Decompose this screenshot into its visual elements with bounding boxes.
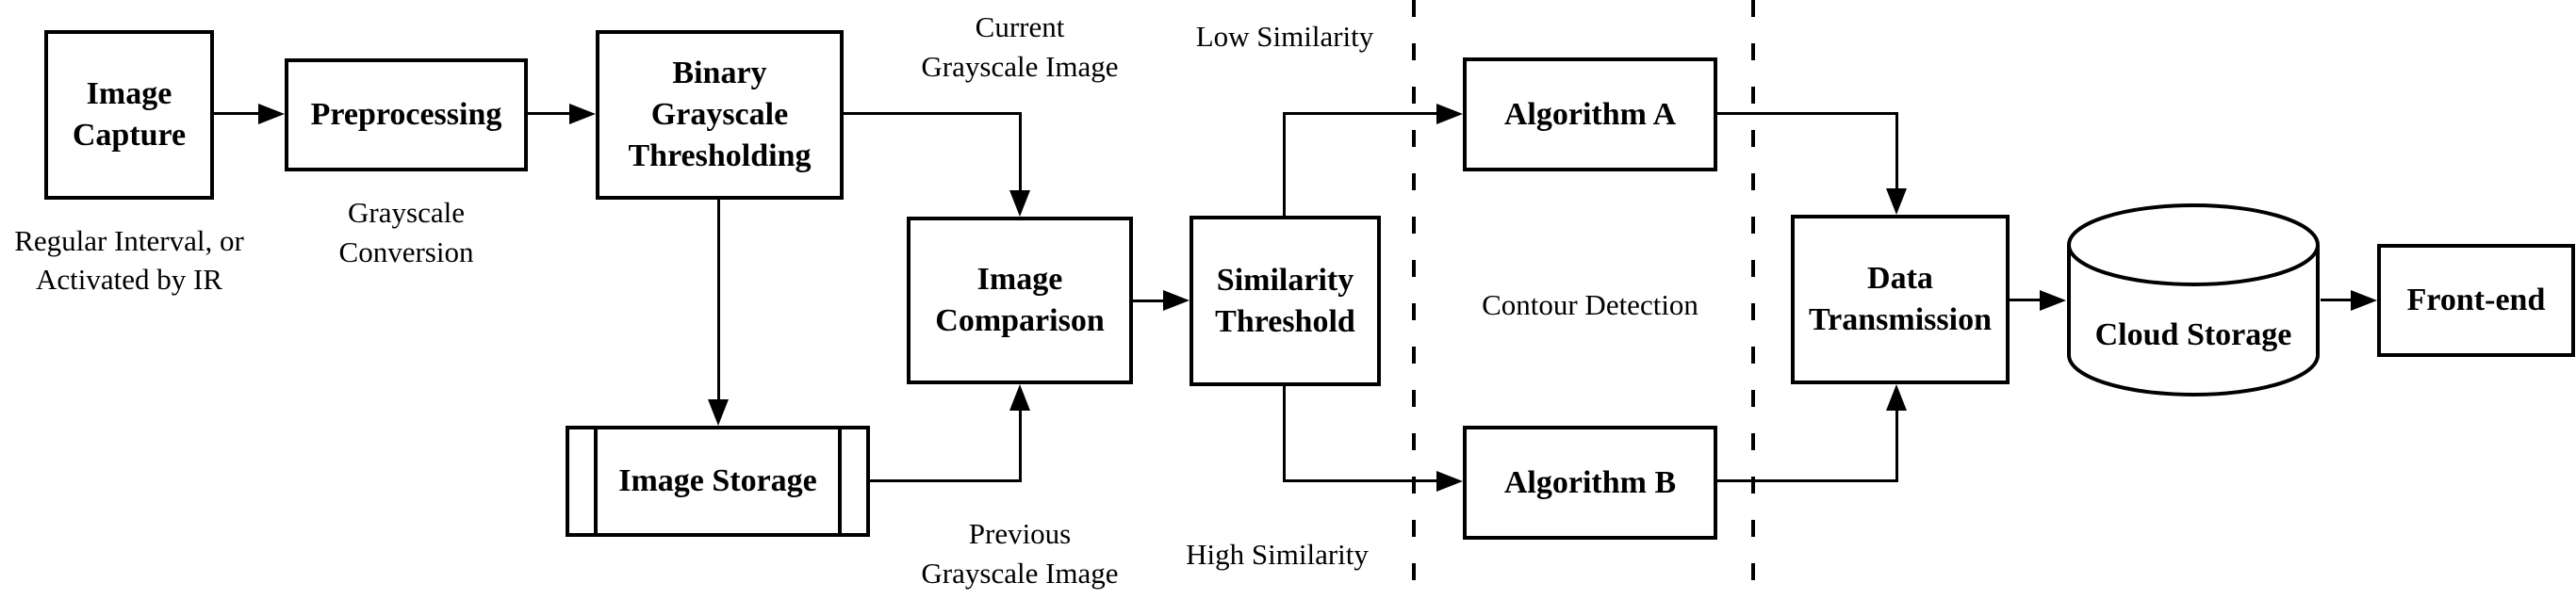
edge-thresholding-comparison-v	[1019, 112, 1022, 194]
label-current-grayscale-image: Current Grayscale Image	[921, 10, 1119, 83]
arrowhead-into-storage	[708, 399, 729, 426]
edge-capture-preprocessing	[214, 112, 260, 115]
edge-preprocessing-thresholding	[528, 112, 571, 115]
cylinder-shape	[2067, 203, 2320, 397]
node-preprocessing: Preprocessing	[285, 58, 528, 171]
section-divider-right	[1751, 0, 1755, 599]
label-preprocessing-note: Grayscale Conversion	[338, 196, 474, 268]
node-similarity-threshold: Similarity Threshold	[1190, 216, 1381, 386]
edge-cloud-frontend	[2321, 299, 2353, 301]
node-data-transmission: Data Transmission	[1791, 215, 2010, 384]
node-image-comparison: Image Comparison	[907, 217, 1133, 384]
arrowhead-into-transmission-bottom	[1886, 384, 1907, 411]
arrowhead-into-algorithm-a	[1436, 104, 1463, 124]
edge-algorithm-a-transmission-h	[1717, 112, 1898, 115]
label-capture-note: Regular Interval, or Activated by IR	[14, 224, 244, 296]
arrowhead-into-algorithm-b	[1436, 471, 1463, 492]
label-previous-grayscale-image: Previous Grayscale Image	[921, 517, 1119, 590]
node-label: Image Capture	[72, 76, 187, 153]
edge-thresholding-comparison-h	[844, 112, 1022, 115]
edge-transmission-cloud	[2010, 299, 2042, 301]
label-high-similarity: High Similarity	[1186, 538, 1369, 571]
node-label: Cloud Storage	[2094, 317, 2292, 352]
node-label: Similarity Threshold	[1215, 262, 1355, 339]
arrowhead-into-thresholding	[569, 104, 596, 124]
node-cloud-storage: Cloud Storage	[2066, 202, 2321, 397]
predefined-process-bar-right	[838, 429, 842, 533]
label-low-similarity: Low Similarity	[1195, 20, 1374, 53]
arrowhead-into-transmission-top	[1886, 188, 1907, 215]
edge-threshold-algorithm-b-h	[1283, 479, 1438, 482]
arrowhead-into-frontend	[2351, 290, 2377, 311]
node-label: Image Storage	[618, 463, 817, 498]
edge-storage-comparison-h	[870, 479, 1022, 482]
node-algorithm-a: Algorithm A	[1463, 57, 1717, 171]
node-front-end: Front-end	[2377, 244, 2575, 357]
edge-algorithm-b-transmission-v	[1895, 409, 1898, 482]
node-label: Algorithm B	[1503, 464, 1677, 500]
node-label: Preprocessing	[310, 97, 502, 132]
label-contour-detection: Contour Detection	[1482, 288, 1698, 321]
section-divider-left	[1412, 0, 1416, 599]
edge-threshold-algorithm-a-v	[1283, 112, 1286, 216]
arrowhead-into-cloud	[2040, 290, 2066, 311]
edge-algorithm-b-transmission-h	[1717, 479, 1898, 482]
edge-algorithm-a-transmission-v	[1895, 112, 1898, 192]
node-label: Algorithm A	[1503, 96, 1677, 132]
node-image-storage: Image Storage	[566, 426, 870, 537]
node-algorithm-b: Algorithm B	[1463, 426, 1717, 540]
node-label: Image Comparison	[935, 262, 1105, 338]
predefined-process-bar-left	[594, 429, 598, 533]
node-label: Front-end	[2406, 283, 2546, 317]
arrowhead-into-threshold	[1163, 290, 1190, 311]
node-label: Binary Grayscale Thresholding	[628, 56, 812, 173]
edge-thresholding-storage	[717, 200, 720, 401]
edge-storage-comparison-v	[1019, 409, 1022, 482]
node-label: Data Transmission	[1809, 261, 1992, 337]
arrowhead-into-comparison-top	[1009, 190, 1030, 217]
arrowhead-into-comparison-bottom	[1009, 384, 1030, 411]
arrowhead-into-preprocessing	[258, 104, 285, 124]
node-binary-grayscale-thresholding: Binary Grayscale Thresholding	[596, 30, 844, 200]
node-image-capture: Image Capture	[44, 30, 214, 200]
edge-threshold-algorithm-a-h	[1283, 112, 1438, 115]
edge-comparison-threshold	[1133, 300, 1165, 302]
edge-threshold-algorithm-b-v	[1283, 386, 1286, 482]
